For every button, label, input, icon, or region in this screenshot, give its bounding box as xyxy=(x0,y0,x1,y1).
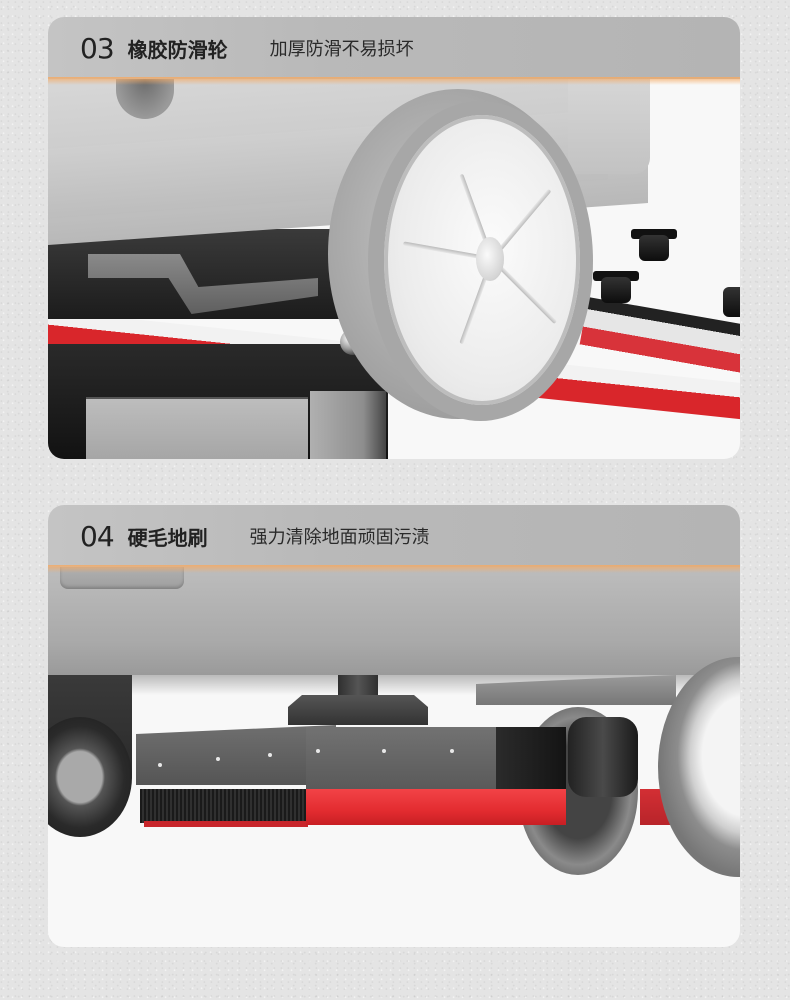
knob-icon xyxy=(593,271,639,281)
feature-header: 04 硬毛地刷 强力清除地面顽固污渍 xyxy=(48,505,740,573)
screw-icon xyxy=(450,749,454,753)
knob-icon xyxy=(601,277,631,303)
feature-subtitle: 加厚防滑不易损坏 xyxy=(269,39,414,60)
feature-subtitle: 强力清除地面顽固污渍 xyxy=(249,527,430,548)
base-panel-side xyxy=(310,391,386,459)
feature-card-floor-brush: 04 硬毛地刷 强力清除地面顽固污渍 xyxy=(48,505,740,947)
product-image-brush xyxy=(48,567,740,947)
knob-icon xyxy=(639,235,669,261)
knob-icon xyxy=(723,287,740,317)
screw-icon xyxy=(382,749,386,753)
brush-housing-side xyxy=(496,727,566,791)
base-panel xyxy=(86,397,308,459)
fender-block xyxy=(568,79,650,174)
brush-arm xyxy=(136,725,336,785)
brush-red-edge xyxy=(144,821,308,827)
screw-icon xyxy=(158,763,162,767)
header-glow xyxy=(48,77,740,85)
brush-housing xyxy=(306,727,516,791)
feature-number: 04 xyxy=(80,519,115,553)
screw-icon xyxy=(268,753,272,757)
feature-title: 硬毛地刷 xyxy=(127,525,208,550)
feature-number: 03 xyxy=(80,31,115,65)
header-glow xyxy=(48,565,740,573)
drive-motor xyxy=(568,717,638,797)
feature-title: 橡胶防滑轮 xyxy=(127,37,228,62)
screw-icon xyxy=(316,749,320,753)
brush-bristles xyxy=(140,789,308,823)
caster-wheel xyxy=(48,717,132,837)
product-image-wheel xyxy=(48,79,740,459)
brush-mount xyxy=(288,695,428,725)
wheel-hub xyxy=(476,237,504,281)
knob-icon xyxy=(631,229,677,239)
feature-card-rubber-wheel: 03 橡胶防滑轮 加厚防滑不易损坏 xyxy=(48,17,740,459)
brush-red-base xyxy=(306,789,566,825)
screw-icon xyxy=(216,757,220,761)
feature-header: 03 橡胶防滑轮 加厚防滑不易损坏 xyxy=(48,17,740,85)
